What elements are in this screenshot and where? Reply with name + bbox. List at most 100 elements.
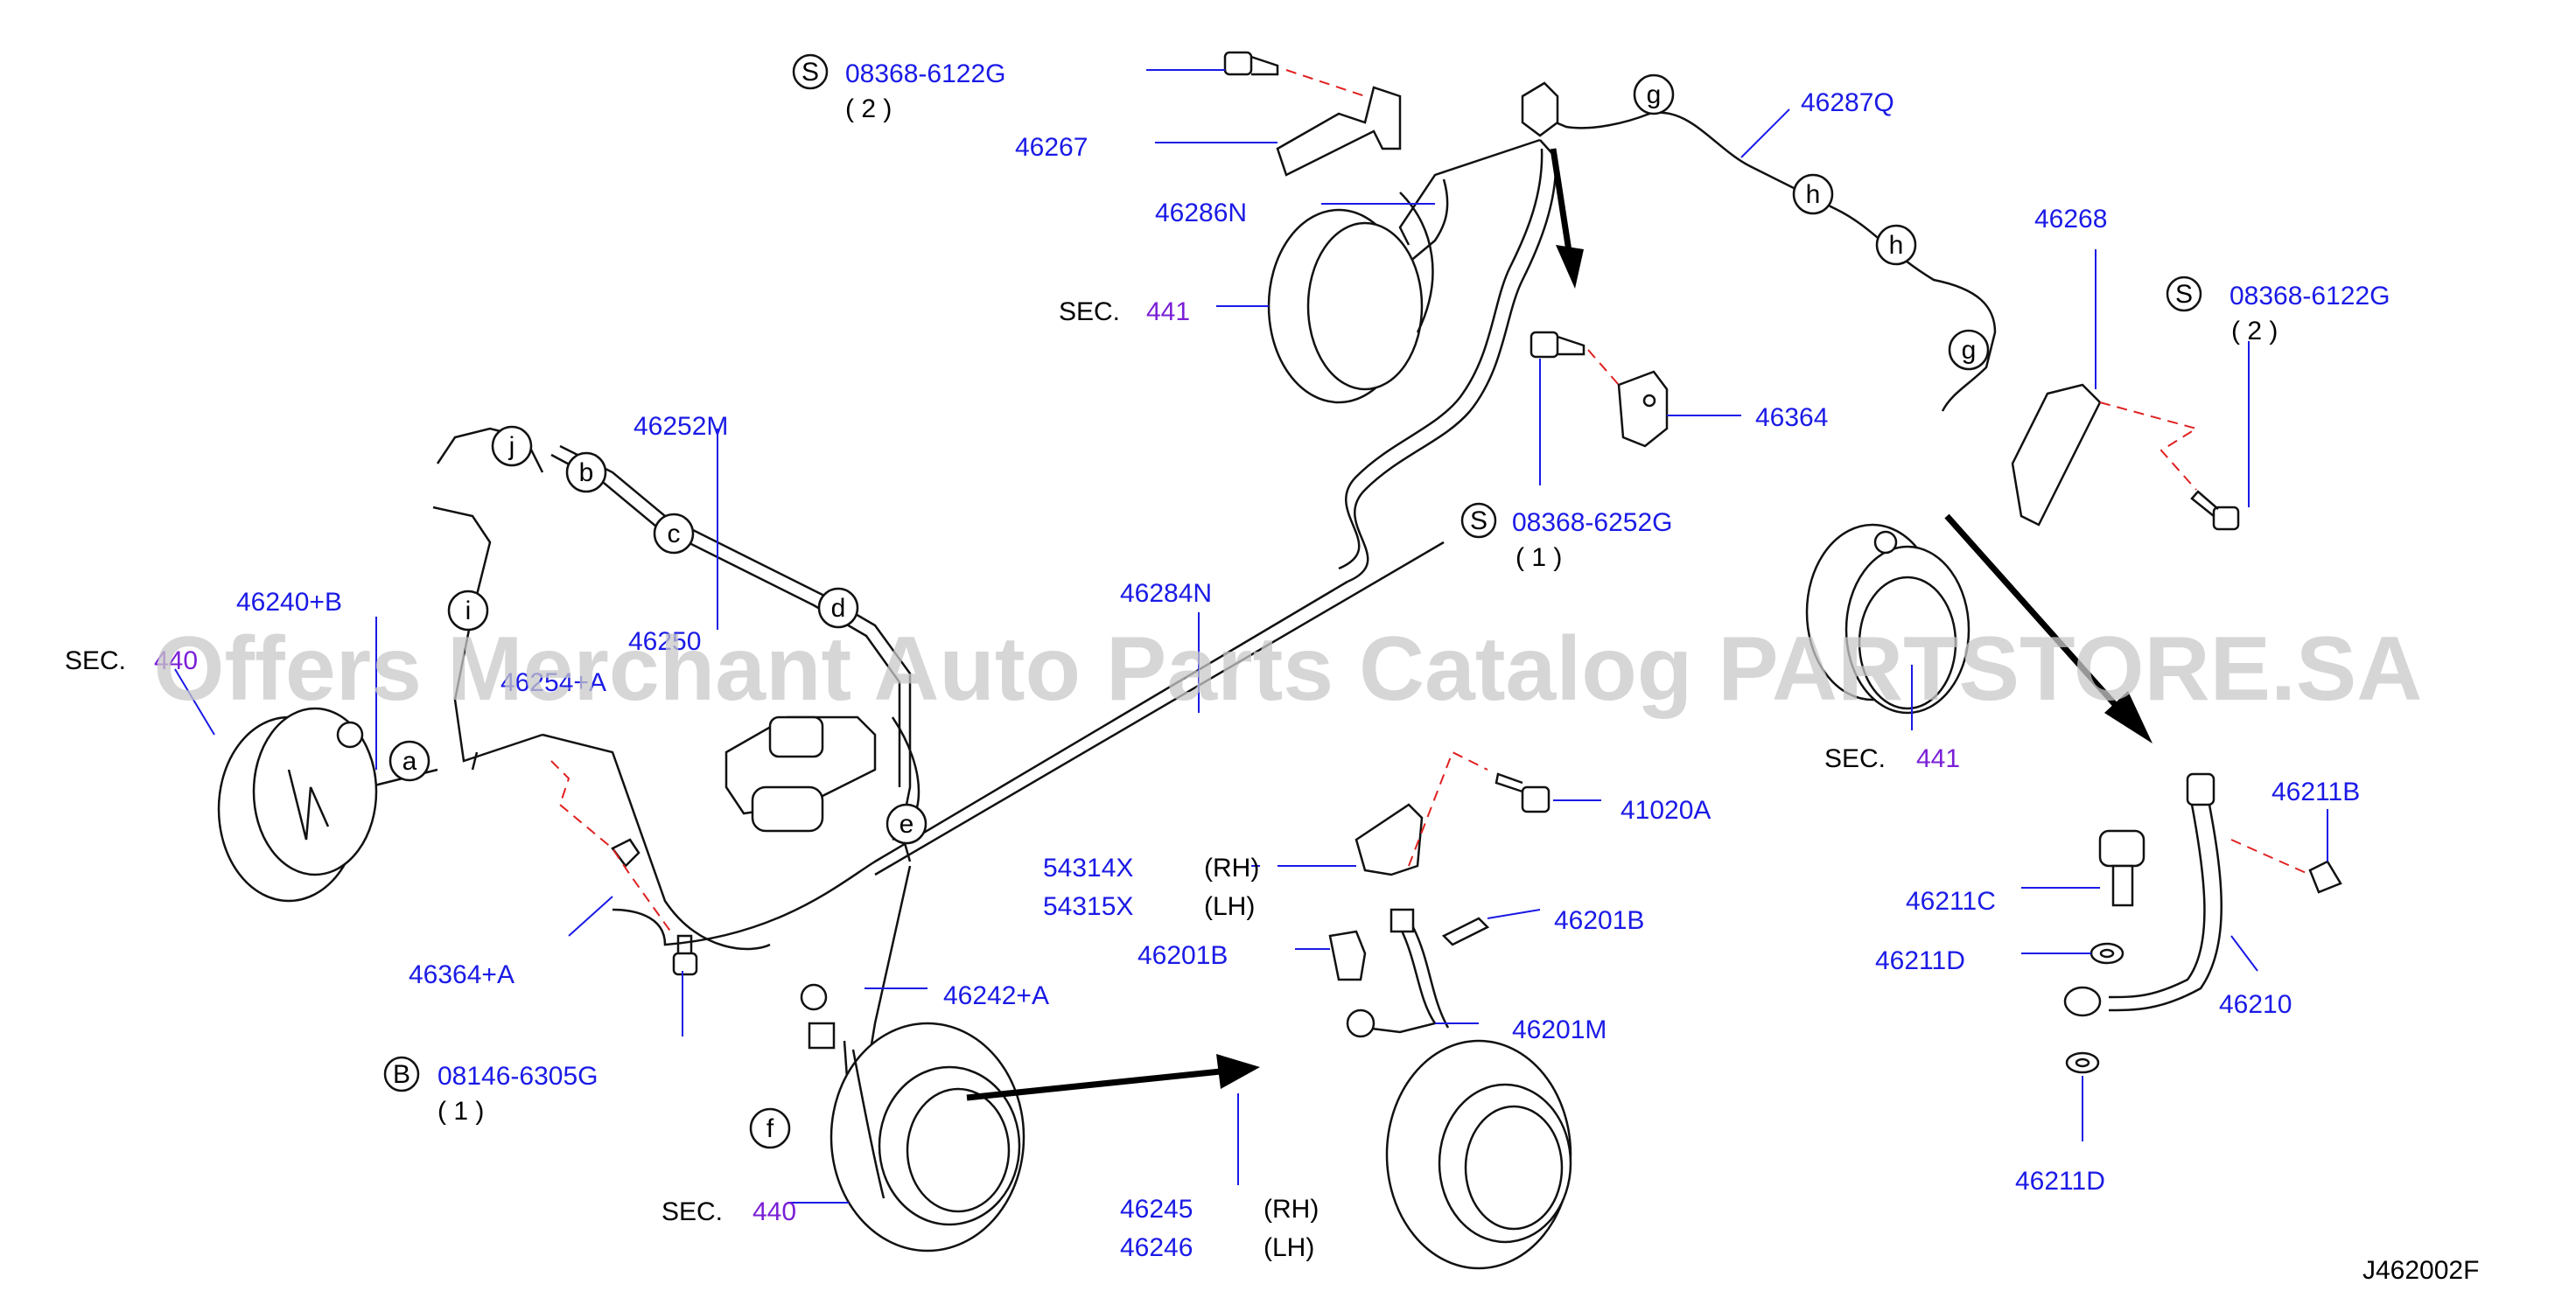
marker-i: i: [447, 590, 489, 632]
label-46211C[interactable]: 46211C: [1906, 887, 1996, 916]
rear-right-drum: [1805, 523, 1970, 715]
marker-f: f: [749, 1107, 791, 1149]
svg-text:B: B: [393, 1060, 410, 1089]
label-08368-6122G-top[interactable]: 08368-6122G: [845, 59, 1006, 88]
front-right-rotor-1: [830, 1022, 1026, 1253]
watermark: Offers Merchant Auto Parts Catalog PARTS…: [154, 618, 2423, 720]
washer-46211D-1: [2090, 942, 2124, 965]
svg-text:h: h: [1806, 180, 1821, 209]
label-54314X[interactable]: 54314X: [1043, 854, 1133, 883]
label-sec-top: SEC.: [1059, 297, 1120, 326]
qty-08368-6252G: ( 1 ): [1516, 543, 1562, 572]
master-cylinder: [724, 715, 920, 841]
rear-left-drum: [1267, 192, 1434, 404]
bolt-41020A: [1494, 772, 1550, 813]
label-54315X[interactable]: 54315X: [1043, 892, 1133, 921]
svg-text:c: c: [668, 520, 681, 548]
label-46211D-lower[interactable]: 46211D: [2015, 1167, 2105, 1196]
qty-08368-6122G-top: ( 2 ): [845, 94, 892, 123]
svg-text:S: S: [2175, 280, 2193, 309]
marker-b-lower: b: [565, 451, 607, 493]
marker-e: e: [886, 803, 928, 845]
label-54315X-lh: (LH): [1204, 892, 1255, 921]
label-46250[interactable]: 46250: [628, 627, 701, 656]
label-46267[interactable]: 46267: [1015, 133, 1088, 162]
label-08146-6305G[interactable]: 08146-6305G: [438, 1062, 598, 1091]
marker-a: a: [388, 740, 430, 782]
svg-text:e: e: [900, 810, 914, 839]
label-sec-441-top[interactable]: 441: [1146, 297, 1190, 326]
label-46245[interactable]: 46245: [1120, 1195, 1193, 1224]
label-46201B-right[interactable]: 46201B: [1554, 906, 1644, 935]
label-46364[interactable]: 46364: [1755, 403, 1828, 432]
bolt-08368-6122G-top: [1223, 51, 1279, 76]
junction-block-top: [1521, 81, 1559, 137]
svg-text:S: S: [802, 58, 819, 87]
label-sec-440-left[interactable]: 440: [154, 646, 198, 675]
label-08368-6122G-right[interactable]: 08368-6122G: [2230, 282, 2390, 311]
clip-46201B-right: [1441, 917, 1490, 946]
svg-text:S: S: [1470, 506, 1488, 535]
svg-text:g: g: [1647, 80, 1662, 109]
bolt-46211C: [2098, 829, 2146, 907]
marker-c: c: [653, 513, 695, 555]
label-46211D-upper[interactable]: 46211D: [1875, 946, 1965, 975]
clip-46211B: [2308, 860, 2342, 894]
label-46201B-left[interactable]: 46201B: [1138, 941, 1228, 970]
leader-lines: [174, 69, 2328, 1204]
label-46364A[interactable]: 46364+A: [409, 960, 514, 989]
bracket-46268: [2011, 383, 2102, 527]
label-46211B[interactable]: 46211B: [2272, 778, 2360, 806]
label-sec-left: SEC.: [65, 646, 126, 675]
connector-46364: [1617, 370, 1669, 448]
bolt-08368-6252G: [1530, 331, 1586, 359]
qty-08368-6122G-right: ( 2 ): [2231, 317, 2278, 345]
svg-text:g: g: [1962, 336, 1977, 365]
bracket-46201B: [1328, 930, 1367, 981]
svg-text:h: h: [1889, 231, 1904, 260]
label-46268[interactable]: 46268: [2034, 205, 2107, 234]
svg-text:j: j: [508, 432, 515, 461]
label-sec-441-right[interactable]: 441: [1916, 744, 1960, 773]
front-right-rotor-2: [1385, 1039, 1572, 1270]
marker-h-1: h: [1792, 173, 1834, 215]
label-46286N[interactable]: 46286N: [1155, 199, 1247, 227]
label-sec-right: SEC.: [1824, 744, 1886, 773]
svg-text:i: i: [466, 597, 472, 625]
label-46240B[interactable]: 46240+B: [236, 588, 342, 617]
label-46210[interactable]: 46210: [2219, 990, 2292, 1019]
label-46284N[interactable]: 46284N: [1120, 579, 1212, 608]
label-46246[interactable]: 46246: [1120, 1233, 1193, 1262]
label-46201M[interactable]: 46201M: [1512, 1015, 1606, 1044]
marker-g-right: g: [1948, 329, 1990, 371]
svg-text:a: a: [402, 747, 417, 776]
diagram-id: J462002F: [2362, 1256, 2479, 1285]
bracket-54314X: [1354, 803, 1424, 876]
label-46245-rh: (RH): [1264, 1195, 1319, 1224]
label-46242A[interactable]: 46242+A: [943, 981, 1049, 1010]
label-sec-440-bottom[interactable]: 440: [752, 1197, 796, 1226]
label-41020A[interactable]: 41020A: [1620, 796, 1711, 825]
marker-d: d: [817, 587, 859, 629]
label-sec-bottom: SEC.: [662, 1197, 723, 1226]
label-46246-lh: (LH): [1264, 1233, 1314, 1262]
bracket-46267: [1276, 86, 1402, 177]
qty-08146-6305G: ( 1 ): [438, 1097, 484, 1126]
label-46252M[interactable]: 46252M: [634, 412, 728, 441]
bracket-46364A: [611, 838, 640, 868]
hose-46210: [2063, 772, 2222, 1017]
hose-46201M: [1346, 908, 1450, 1038]
front-left-rotor: [217, 707, 378, 903]
marker-h-2: h: [1875, 224, 1917, 266]
part-labels: 08368-6122G ( 2 ) 46267 46286N SEC. 441 …: [65, 59, 2479, 1285]
assembly-dash-lines: [550, 69, 2311, 937]
svg-text:b: b: [579, 458, 594, 487]
label-46254A[interactable]: 46254+A: [500, 668, 606, 697]
label-54314X-rh: (RH): [1204, 854, 1259, 883]
label-08368-6252G[interactable]: 08368-6252G: [1512, 508, 1673, 537]
label-46287Q[interactable]: 46287Q: [1801, 88, 1894, 117]
marker-s-mid: S: [1460, 502, 1497, 539]
marker-s-top: S: [792, 53, 829, 90]
marker-j: j: [491, 425, 533, 467]
